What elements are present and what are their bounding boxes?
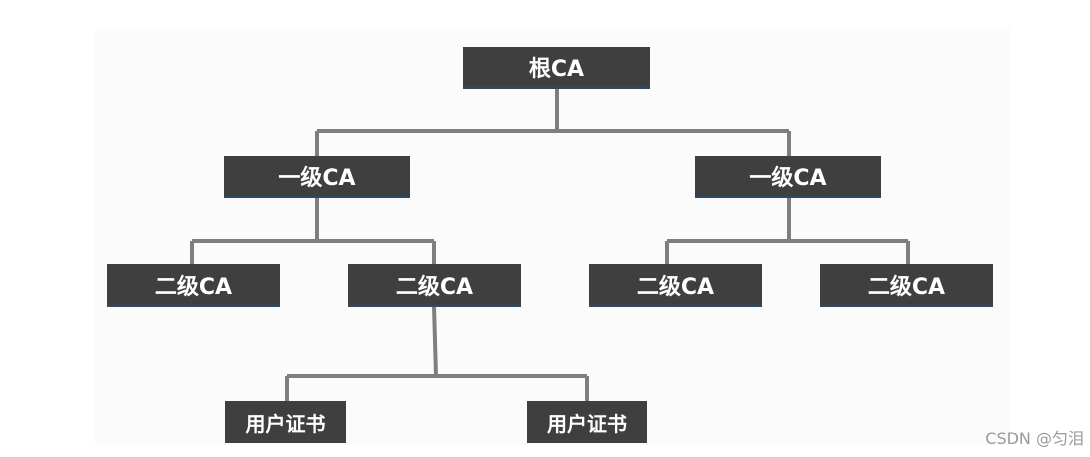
user-certificate-node-left: 用户证书 [225,401,346,443]
csdn-watermark: CSDN @匀泪 [985,429,1084,448]
connector-root-to-level1 [315,88,791,158]
level2-ca-label: 二级CA [867,274,946,300]
level2-ca-label: 二级CA [395,274,474,300]
level2-ca-label: 二级CA [636,274,715,300]
level1-ca-node-right: 一级CA [695,156,881,198]
level2-ca-node-d: 二级CA [820,264,993,307]
root-ca-node: 根CA [463,47,650,89]
level2-ca-node-b: 二级CA [348,264,521,307]
connector-level1-left-to-level2 [190,197,436,266]
level1-ca-label: 一级CA [278,166,356,191]
level2-ca-label: 二级CA [154,274,233,300]
connector-level1-right-to-level2 [665,197,910,266]
user-certificate-node-right: 用户证书 [527,401,647,443]
connector-level2-to-user-certs [285,305,589,403]
level1-ca-label: 一级CA [749,166,827,191]
root-ca-label: 根CA [528,57,585,82]
user-certificate-label: 用户证书 [547,411,627,436]
level1-ca-node-left: 一级CA [224,156,410,198]
user-certificate-label: 用户证书 [245,411,326,436]
level2-ca-node-a: 二级CA [107,264,280,307]
level2-ca-node-c: 二级CA [589,264,762,307]
